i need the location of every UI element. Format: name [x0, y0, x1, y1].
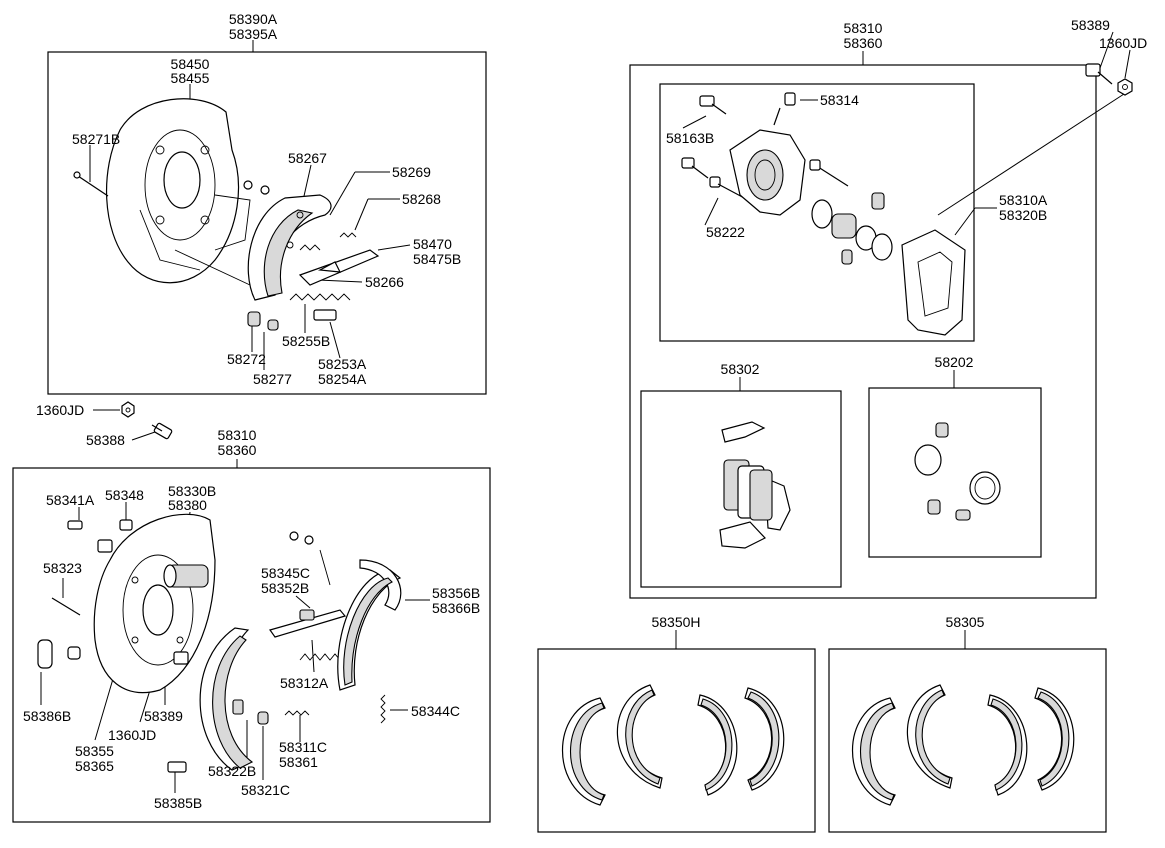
label-58350H: 58350H: [651, 614, 700, 630]
adjuster-spring-icon: [289, 232, 357, 301]
washer-nut-icon: [1117, 78, 1133, 96]
part-number-labels: 58390A 58395A 58450 58455 58271B 58267 5…: [23, 11, 1147, 811]
parking-brake-shoe-icon: [247, 194, 332, 301]
label-58366B: 58366B: [432, 600, 480, 616]
brake-shoe-set-frame-b: [828, 648, 1107, 833]
backing-plate-icon: [105, 98, 251, 286]
label-58361: 58361: [279, 754, 318, 770]
label-58388: 58388: [86, 432, 125, 448]
shoe-set-a-icons: [561, 684, 785, 806]
label-58356B: 58356B: [432, 585, 480, 601]
label-58277: 58277: [253, 371, 292, 387]
label-1360JD-left-upper: 1360JD: [36, 402, 84, 418]
label-58302: 58302: [721, 361, 760, 377]
label-58386B: 58386B: [23, 708, 71, 724]
brake-pad-icons: [719, 421, 791, 549]
label-1360JD-left-lower: 1360JD: [108, 727, 156, 743]
label-58395A: 58395A: [229, 26, 278, 42]
clip-icons: [243, 180, 337, 331]
label-58348: 58348: [105, 487, 144, 503]
label-58310-right: 58310: [844, 20, 883, 36]
caliper-carrier-bracket-icon: [901, 229, 966, 336]
label-58163B: 58163B: [666, 130, 714, 146]
pin-icon: [73, 171, 109, 197]
label-58314: 58314: [820, 92, 859, 108]
piston-seal-icons: [811, 192, 893, 265]
drum-backing-plate-icon: [93, 513, 216, 694]
caliper-detail-frame: [659, 83, 975, 342]
nut-icon: [121, 401, 135, 418]
label-58271B: 58271B: [72, 131, 120, 147]
label-58253A: 58253A: [318, 356, 367, 372]
label-58330B: 58330B: [168, 483, 216, 499]
wheel-cylinder-icon: [163, 564, 209, 588]
label-58360-left: 58360: [218, 442, 257, 458]
label-58310-left: 58310: [218, 427, 257, 443]
label-58320B: 58320B: [999, 207, 1047, 223]
label-58389-left: 58389: [144, 708, 183, 724]
return-spring-icon: [284, 653, 386, 724]
bolt-icon: [151, 422, 173, 440]
label-58272: 58272: [227, 351, 266, 367]
label-58344C: 58344C: [411, 703, 460, 719]
label-58360-right: 58360: [844, 35, 883, 51]
label-58202: 58202: [935, 354, 974, 370]
strut-bar-icon: [269, 609, 347, 638]
label-58365: 58365: [75, 758, 114, 774]
label-58475B: 58475B: [413, 251, 461, 267]
shoe-set-b-icons: [851, 684, 1075, 806]
seal-kit-frame: [868, 387, 1042, 558]
label-58450: 58450: [171, 56, 210, 72]
label-58385B: 58385B: [154, 795, 202, 811]
drum-shoe-upper-icon: [319, 549, 402, 691]
label-58352B: 58352B: [261, 580, 309, 596]
seal-kit-icons: [914, 422, 1001, 521]
label-58222: 58222: [706, 224, 745, 240]
label-58389-right: 58389: [1071, 17, 1110, 33]
label-58255B: 58255B: [282, 333, 330, 349]
drum-shoe-lower-icon: [199, 627, 254, 771]
label-58268: 58268: [402, 191, 441, 207]
label-58310A: 58310A: [999, 192, 1048, 208]
label-58470: 58470: [413, 236, 452, 252]
label-58305: 58305: [946, 614, 985, 630]
label-58455: 58455: [171, 70, 210, 86]
label-58380: 58380: [168, 497, 207, 513]
label-58345C: 58345C: [261, 565, 310, 581]
label-1360JD-right: 1360JD: [1099, 35, 1147, 51]
label-58321C: 58321C: [241, 782, 290, 798]
label-58322B: 58322B: [208, 763, 256, 779]
caliper-bolt-icons: [681, 92, 849, 201]
caliper-guide-bolt-icon: [1085, 63, 1113, 85]
label-58254A: 58254A: [318, 371, 367, 387]
rear-disc-brake-assembly-frame: [47, 51, 487, 395]
label-58341A: 58341A: [46, 492, 95, 508]
label-58267: 58267: [288, 150, 327, 166]
label-58266: 58266: [365, 274, 404, 290]
label-58311C: 58311C: [279, 739, 327, 755]
rear-drum-brake-assembly-frame: [12, 467, 491, 823]
drum-small-parts-icons: [37, 519, 314, 773]
label-58323: 58323: [43, 560, 82, 576]
label-58269: 58269: [392, 164, 431, 180]
pad-kit-frame: [640, 390, 842, 588]
leader-lines: [40, 31, 1131, 793]
label-58355: 58355: [75, 743, 114, 759]
label-58312A: 58312A: [280, 675, 329, 691]
lever-icon: [298, 249, 380, 286]
caliper-body-icon: [729, 129, 806, 216]
label-58390A: 58390A: [229, 11, 278, 27]
